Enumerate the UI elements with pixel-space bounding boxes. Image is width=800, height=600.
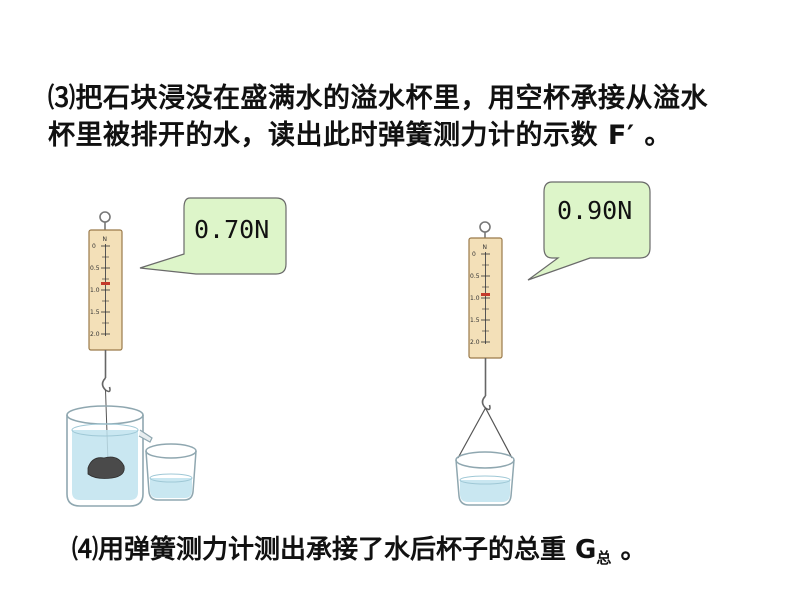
overflow-cup — [66, 405, 153, 507]
catch-cup-rim — [145, 443, 197, 459]
left-scale-pointer — [101, 282, 110, 285]
right-scale-label-0-5: 0.5 — [470, 273, 480, 280]
step3-instruction: ⑶把石块浸没在盛满水的溢水杯里，用空杯承接从溢水 杯里被排开的水，读出此时弹簧测… — [48, 80, 793, 154]
right-scale-pointer — [481, 293, 490, 296]
left-callout-bubble — [139, 197, 287, 275]
left-scale-hook — [101, 377, 111, 393]
hanging-cup — [455, 451, 515, 506]
left-spring-scale: N 0 0.5 1.0 1.5 2.0 — [88, 211, 123, 463]
right-scale-ticks — [481, 253, 490, 343]
step4-suffix: 。 — [611, 535, 647, 565]
hanging-cup-rim — [455, 451, 515, 469]
left-scale-label-1-5: 1.5 — [90, 309, 100, 316]
left-meter-reading: 0.70N — [194, 215, 269, 244]
cup-hanger-strings — [457, 407, 513, 459]
catch-cup — [145, 443, 197, 501]
overflow-cup-wall — [66, 415, 144, 507]
hanging-cup-water — [460, 480, 510, 502]
stone — [87, 456, 125, 479]
right-callout-bubble — [527, 181, 651, 281]
right-meter-reading: 0.90N — [557, 196, 632, 225]
left-reading-callout: 0.70N — [139, 197, 287, 275]
right-spring-scale: N 0 0.5 1.0 1.5 2.0 — [457, 221, 513, 459]
right-scale-label-0: 0 — [472, 251, 476, 258]
catch-cup-water — [150, 478, 192, 498]
left-scale-ticks — [101, 245, 110, 335]
right-scale-top-ring — [479, 221, 491, 233]
step3-line-1: ⑶把石块浸没在盛满水的溢水杯里，用空杯承接从溢水 — [48, 83, 708, 114]
right-scale-hook — [481, 395, 491, 411]
overflow-spout — [138, 429, 153, 443]
step4-subscript: 总 — [596, 549, 612, 567]
hanging-cup-wall — [455, 459, 515, 506]
step4-text: ⑷用弹簧测力计测出承接了水后杯子的总重 G — [72, 535, 597, 565]
step3-line-2: 杯里被排开的水，读出此时弹簧测力计的示数 F′ 。 — [48, 120, 672, 151]
right-scale-label-2-0: 2.0 — [470, 339, 480, 346]
right-reading-callout: 0.90N — [527, 181, 651, 281]
catch-cup-wall — [145, 450, 197, 501]
left-scale-label-2-0: 2.0 — [90, 331, 100, 338]
overflow-cup-rim — [66, 405, 144, 425]
left-scale-label-1-0: 1.0 — [90, 287, 100, 294]
left-scale-top-ring — [99, 211, 111, 223]
step4-instruction: ⑷用弹簧测力计测出承接了水后杯子的总重 G总 。 — [72, 532, 646, 576]
right-scale-unit: N — [483, 244, 488, 251]
right-scale-label-1-5: 1.5 — [470, 317, 480, 324]
right-scale-label-1-0: 1.0 — [470, 295, 480, 302]
left-scale-unit: N — [103, 236, 108, 243]
left-scale-label-0-5: 0.5 — [90, 265, 100, 272]
left-scale-label-0: 0 — [92, 243, 96, 250]
